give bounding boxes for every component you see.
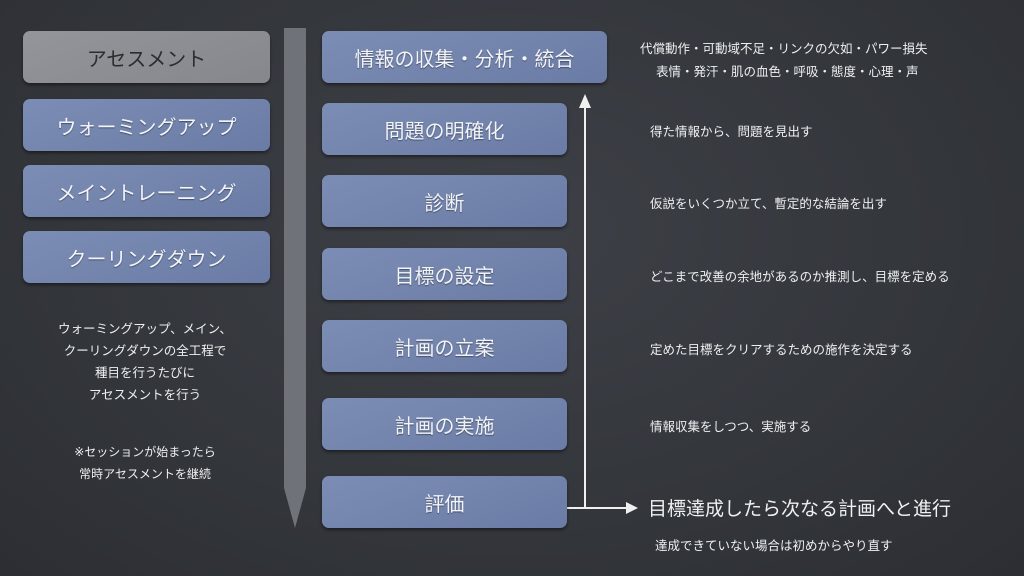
note-line: 種目を行うたびに <box>94 365 195 380</box>
step-plan: 計画の立案 <box>322 320 567 372</box>
assessment-box: アセスメント <box>23 31 270 83</box>
arrow-right-head <box>626 502 638 514</box>
cooldown-box: クーリングダウン <box>23 231 270 283</box>
note-line: クーリングダウンの全工程で <box>63 343 227 358</box>
result-text: 目標達成したら次なる計画へと進行 <box>648 498 952 520</box>
desc-problem: 得た情報から、問題を見出す <box>650 124 813 139</box>
left-note: ウォーミングアップ、メイン、 クーリングダウンの全工程で 種目を行うたびに アセ… <box>20 318 270 406</box>
step-diagnosis: 診断 <box>322 175 567 227</box>
step-evaluate: 評価 <box>322 476 567 528</box>
main-training-box: メイントレーニング <box>23 165 270 217</box>
note-line: 常時アセスメントを継続 <box>79 467 211 481</box>
note-line: アセスメントを行う <box>88 387 202 402</box>
desc-info-2: 表情・発汗・肌の血色・呼吸・態度・心理・声 <box>656 64 919 79</box>
arrow-up-head <box>579 94 591 108</box>
desc-diagnosis: 仮説をいくつか立て、暫定的な結論を出す <box>650 196 887 211</box>
desc-plan: 定めた目標をクリアするための施作を決定する <box>650 342 913 357</box>
desc-execute: 情報収集をしつつ、実施する <box>650 419 812 434</box>
note-line: ウォーミングアップ、メイン、 <box>58 321 232 336</box>
step-goal: 目標の設定 <box>322 248 567 300</box>
step-problem: 問題の明確化 <box>322 103 567 155</box>
warmup-box: ウォーミングアップ <box>23 99 270 151</box>
desc-goal: どこまで改善の余地があるのか推測し、目標を定める <box>650 269 950 284</box>
step-info: 情報の収集・分析・統合 <box>322 31 607 83</box>
note-line: ※セッションが始まったら <box>74 445 216 459</box>
retry-text: 達成できていない場合は初めからやり直す <box>655 538 893 553</box>
timeline-bar <box>284 28 306 528</box>
session-note: ※セッションが始まったら 常時アセスメントを継続 <box>20 441 270 485</box>
step-execute: 計画の実施 <box>322 398 567 450</box>
desc-info-1: 代償動作・可動域不足・リンクの欠如・パワー損失 <box>640 41 928 56</box>
